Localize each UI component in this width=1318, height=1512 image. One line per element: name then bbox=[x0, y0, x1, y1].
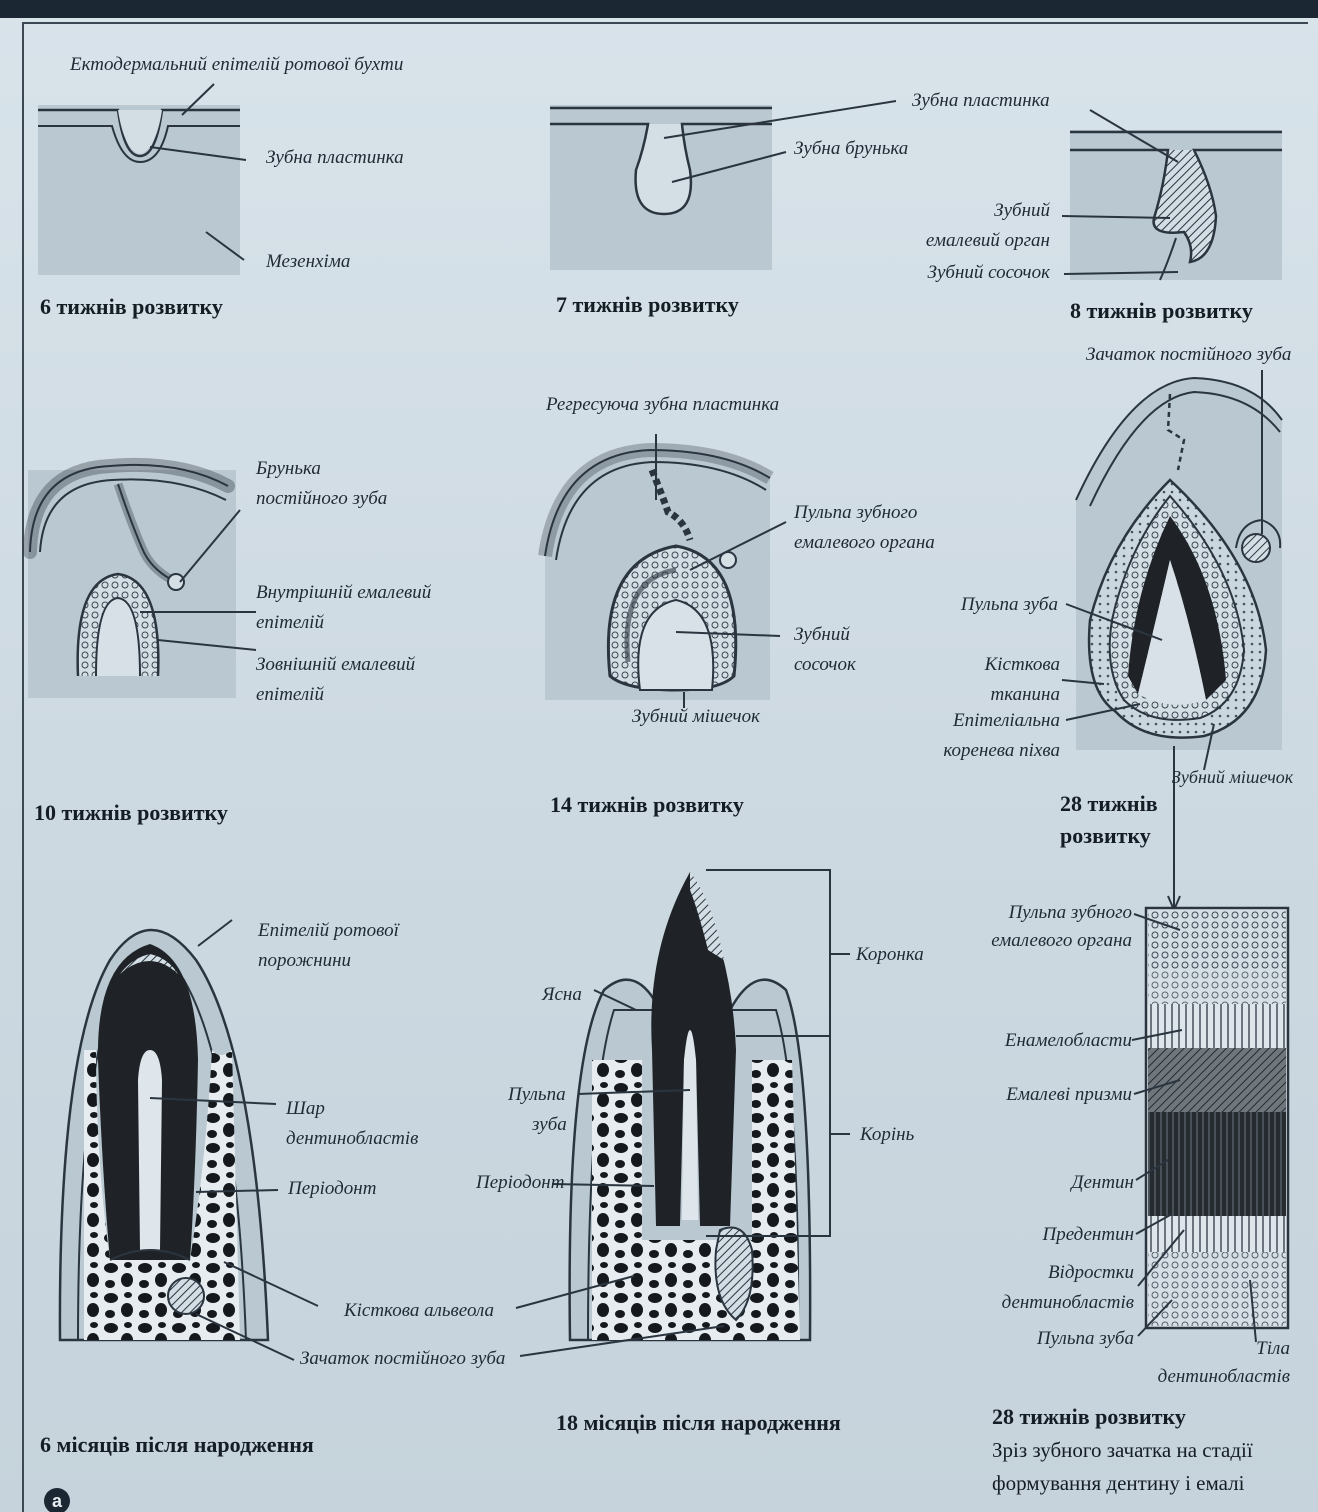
label-section-pulp: Пульпа зуба bbox=[1037, 1324, 1134, 1354]
label-dentin: Дентин bbox=[1071, 1168, 1134, 1198]
figure-letter: а bbox=[44, 1488, 70, 1512]
label-enamel-organ-2: емалевий орган bbox=[926, 226, 1050, 256]
stage-8-weeks-drawing bbox=[1062, 110, 1282, 280]
label-section-pulp-organ-2: емалевого органа bbox=[991, 926, 1132, 956]
label-odonto-bodies-1: Тіла bbox=[1256, 1334, 1290, 1364]
caption-6-weeks: 6 тижнів розвитку bbox=[40, 294, 223, 320]
section-note-line1: Зріз зубного зачатка на стадії bbox=[992, 1434, 1253, 1467]
label-enamel-organ-1: Зубний bbox=[994, 196, 1050, 226]
label-dental-sac: Зубний мішечок bbox=[632, 702, 760, 732]
label-outer-epi-1: Зовнішній емалевий bbox=[256, 650, 415, 680]
caption-28-weeks-line2: розвитку bbox=[1060, 820, 1158, 852]
label-sheath-2: коренева піхва bbox=[943, 736, 1060, 766]
label-pulp-enamel-organ-2: емалевого органа bbox=[794, 528, 935, 558]
label-odonto-layer-1: Шар bbox=[286, 1094, 325, 1124]
label-ectoderm: Ектодермальний епітелій ротової бухти bbox=[70, 50, 403, 80]
label-dental-lamina-7w: Зубна пластинка bbox=[912, 86, 1050, 116]
label-ameloblasts: Енамелобласти bbox=[1005, 1026, 1132, 1056]
caption-28-weeks-line1: 28 тижнів bbox=[1060, 788, 1158, 820]
label-papilla-14w-2: сосочок bbox=[794, 650, 856, 680]
label-enamel-prisms: Емалеві призми bbox=[1006, 1080, 1132, 1110]
label-regressing-lamina: Регресуюча зубна пластинка bbox=[546, 390, 779, 420]
label-tooth-bud: Зубна брунька bbox=[794, 134, 908, 164]
stage-7-weeks-drawing bbox=[550, 101, 896, 270]
label-periodont-18m: Періодонт bbox=[476, 1168, 564, 1198]
label-inner-epi-1: Внутрішній емалевий bbox=[256, 578, 431, 608]
label-oral-epi-2: порожнини bbox=[258, 946, 351, 976]
label-dental-lamina: Зубна пластинка bbox=[266, 143, 404, 173]
label-root: Корінь bbox=[860, 1120, 914, 1150]
label-odonto-bodies-2: дентинобластів bbox=[1158, 1362, 1290, 1392]
label-inner-epi-2: епітелій bbox=[256, 608, 324, 638]
label-gum: Ясна bbox=[542, 980, 582, 1010]
label-pulp-18m-1: Пульпа bbox=[508, 1080, 566, 1110]
caption-6-months: 6 місяців після народження bbox=[40, 1432, 314, 1458]
label-mesenchyme: Мезенхіма bbox=[266, 247, 350, 277]
stage-6-months-drawing bbox=[60, 920, 318, 1360]
label-perm-germ-6m: Зачаток постійного зуба bbox=[300, 1344, 505, 1374]
label-sheath-1: Епітеліальна bbox=[953, 706, 1060, 736]
label-processes-2: дентинобластів bbox=[1002, 1288, 1134, 1318]
caption-section-28-weeks: 28 тижнів розвитку bbox=[992, 1404, 1186, 1430]
stage-14-weeks-drawing bbox=[545, 434, 786, 708]
label-pulp-enamel-organ-1: Пульпа зубного bbox=[794, 498, 917, 528]
label-papilla-14w-1: Зубний bbox=[794, 620, 850, 650]
section-note-line2: формування дентину і емалі bbox=[992, 1467, 1244, 1500]
label-dental-sac-28w: Зубний мішечок bbox=[1172, 762, 1293, 792]
label-perm-germ-28w: Зачаток постійного зуба bbox=[1086, 340, 1291, 370]
label-perm-bud-2: постійного зуба bbox=[256, 484, 387, 514]
label-bone-1: Кісткова bbox=[985, 650, 1060, 680]
label-odonto-layer-2: дентинобластів bbox=[286, 1124, 418, 1154]
label-predentin: Предентин bbox=[1042, 1220, 1134, 1250]
label-dental-papilla: Зубний сосочок bbox=[928, 258, 1050, 288]
label-pulp-18m-2: зуба bbox=[532, 1110, 567, 1140]
stage-6-weeks-drawing bbox=[38, 84, 246, 275]
label-oral-epi-1: Епітелій ротової bbox=[258, 916, 399, 946]
caption-8-weeks: 8 тижнів розвитку bbox=[1070, 298, 1253, 324]
label-crown: Коронка bbox=[856, 940, 924, 970]
caption-18-months: 18 місяців після народження bbox=[556, 1410, 841, 1436]
label-processes-1: Відростки bbox=[1048, 1258, 1134, 1288]
caption-10-weeks: 10 тижнів розвитку bbox=[34, 800, 228, 826]
caption-28-weeks: 28 тижнів розвитку bbox=[1060, 788, 1158, 852]
caption-14-weeks: 14 тижнів розвитку bbox=[550, 792, 744, 818]
label-periodont-6m: Періодонт bbox=[288, 1174, 376, 1204]
label-section-pulp-organ-1: Пульпа зубного bbox=[1009, 898, 1132, 928]
label-outer-epi-2: епітелій bbox=[256, 680, 324, 710]
caption-7-weeks: 7 тижнів розвитку bbox=[556, 292, 739, 318]
dentin-enamel-section-drawing bbox=[1132, 908, 1288, 1342]
label-bone-alveola: Кісткова альвеола bbox=[344, 1296, 494, 1326]
label-pulp-28w: Пульпа зуба bbox=[961, 590, 1058, 620]
stage-10-weeks-drawing bbox=[28, 465, 256, 698]
label-perm-bud-1: Брунька bbox=[256, 454, 321, 484]
